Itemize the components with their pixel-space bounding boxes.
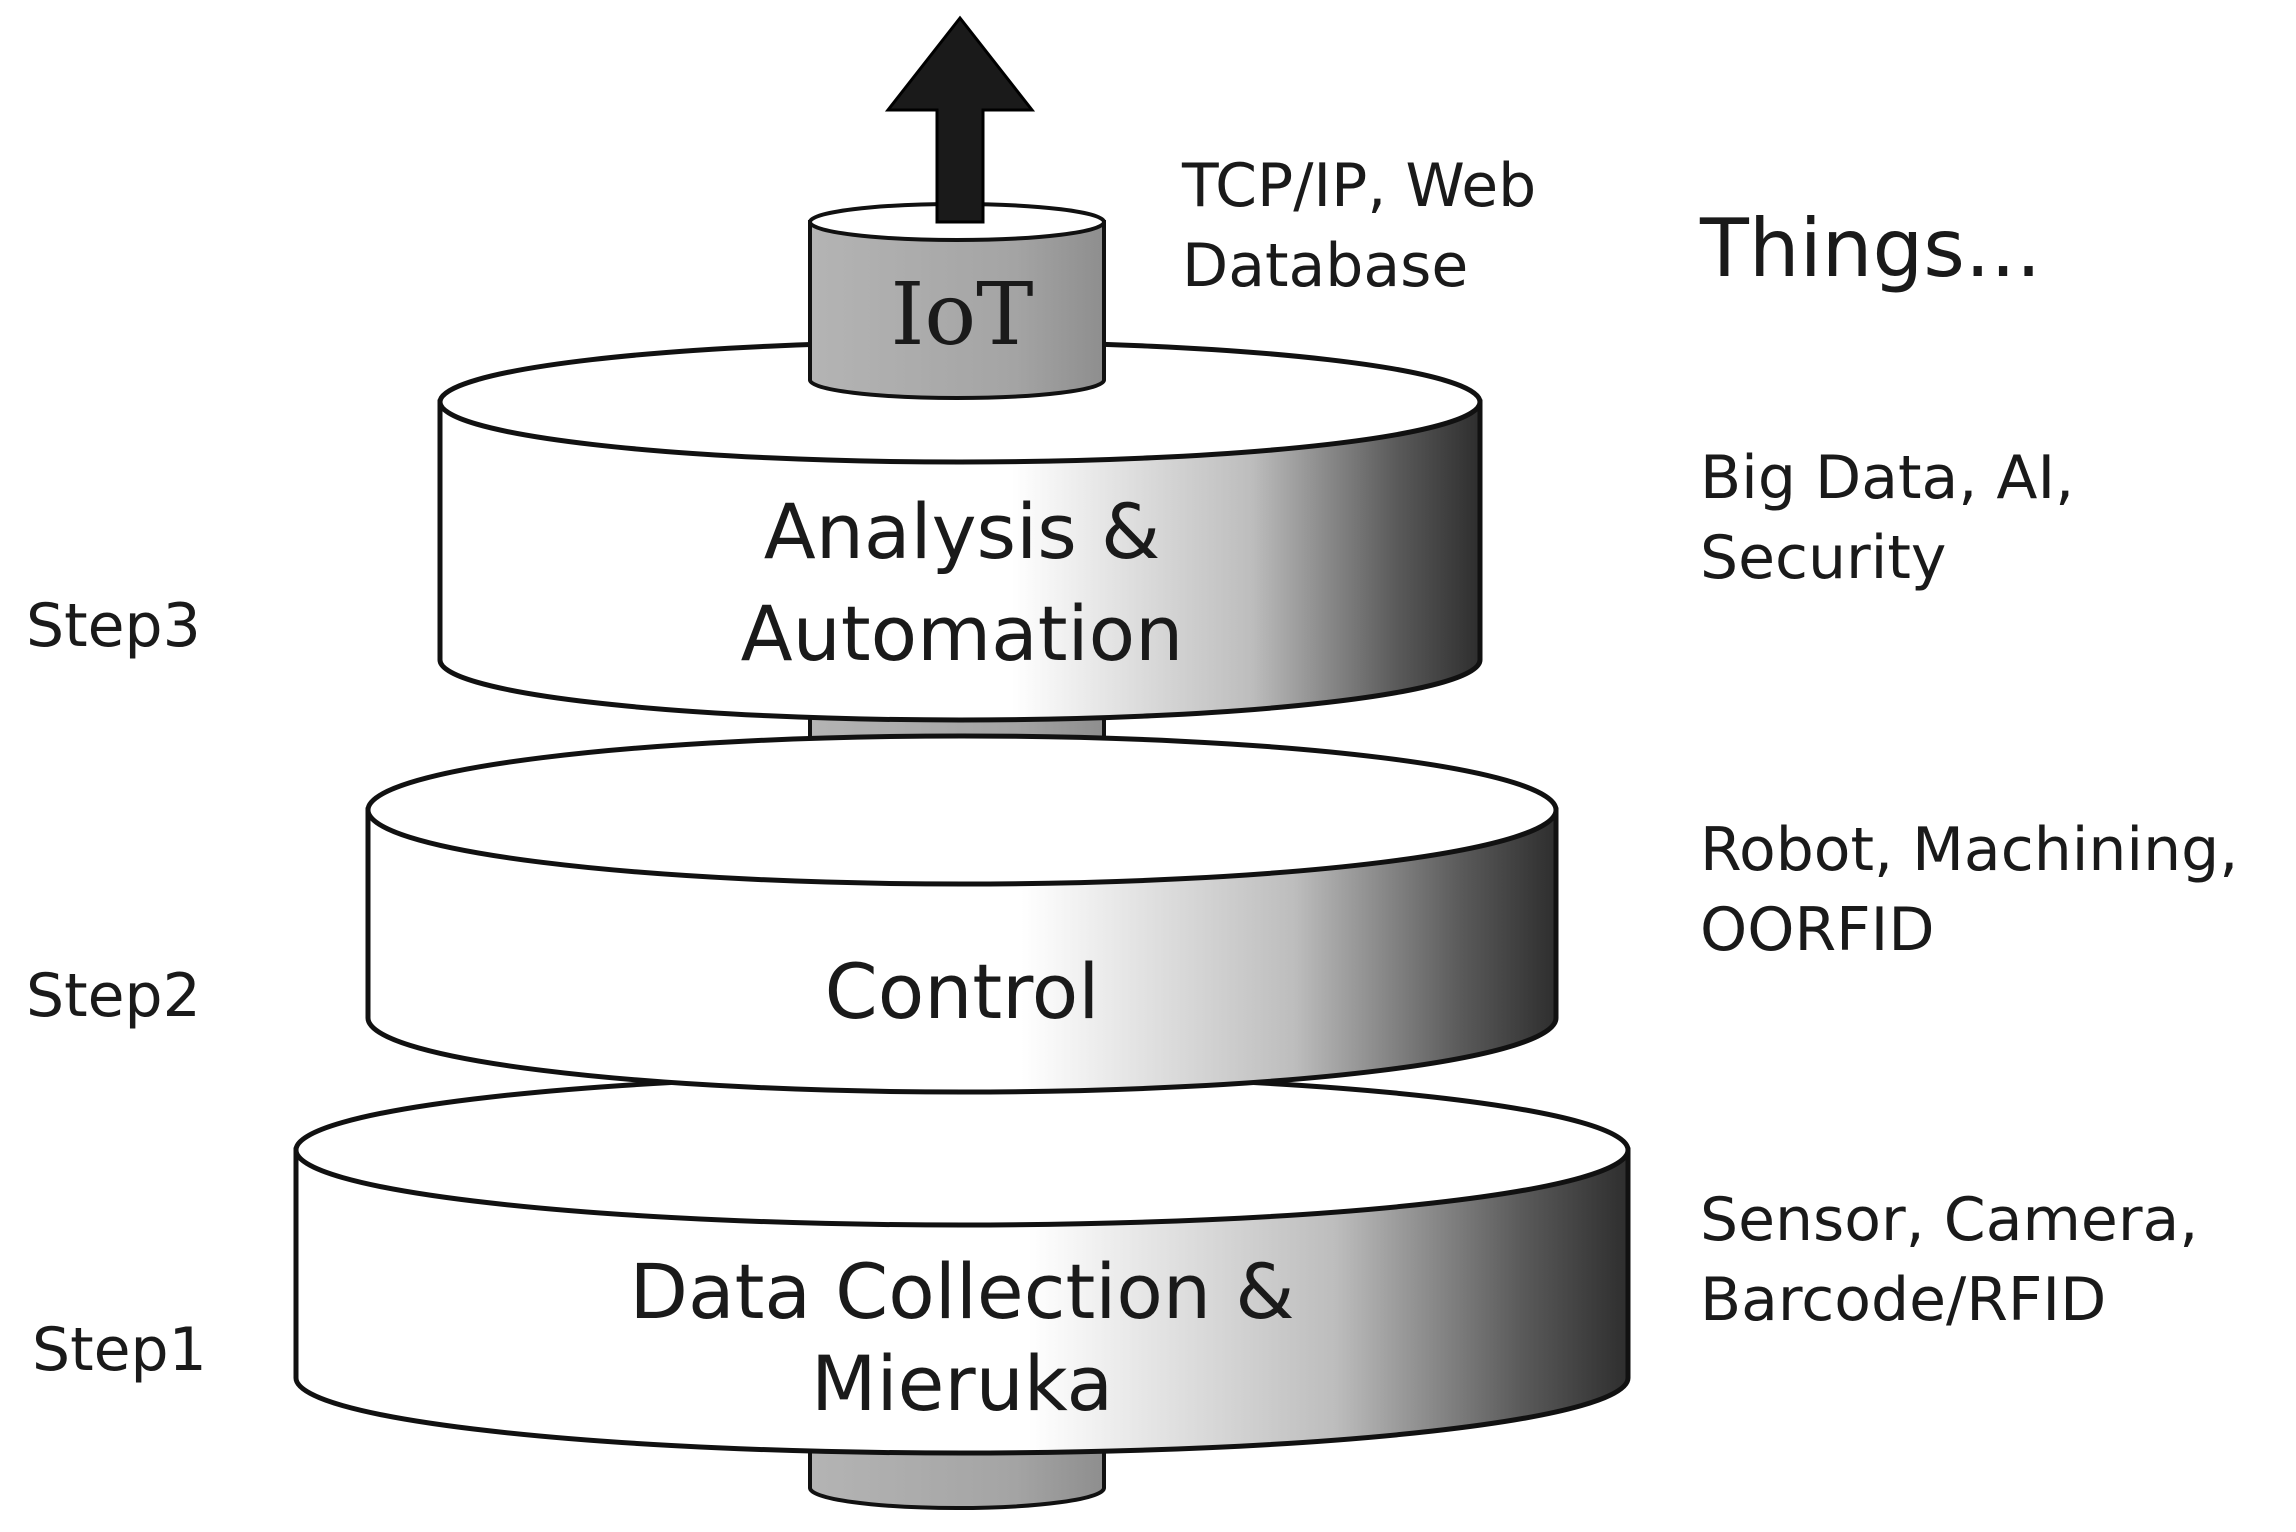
step1-label: Step1 xyxy=(32,1315,207,1385)
step1-title-line2: Mieruka xyxy=(811,1339,1113,1428)
layer-disc-step2 xyxy=(365,733,1559,1095)
step3-label: Step3 xyxy=(26,591,201,661)
step1-tech-line2: Barcode/RFID xyxy=(1700,1265,2106,1335)
layer-disc-step3 xyxy=(437,339,1483,723)
step2-title: Control xyxy=(825,947,1100,1036)
step1-title-line1: Data Collection & xyxy=(630,1247,1295,1336)
iot-tech-line2: Database xyxy=(1182,231,1468,301)
iot-tech-line1: TCP/IP, Web xyxy=(1181,151,1536,221)
step3-tech-line1: Big Data, AI, xyxy=(1700,443,2074,513)
step2-label: Step2 xyxy=(26,961,201,1031)
things-heading: Things... xyxy=(1699,202,2041,295)
step3-title-line1: Analysis & xyxy=(764,487,1161,576)
iot-label: IoT xyxy=(890,265,1033,365)
step3-tech-line2: Security xyxy=(1700,523,1946,593)
up-arrow-icon xyxy=(884,15,1036,224)
step2-tech-line1: Robot, Machining, xyxy=(1700,815,2238,885)
step1-tech-line1: Sensor, Camera, xyxy=(1700,1185,2198,1255)
layer-disc-step1 xyxy=(293,1072,1631,1456)
step2-tech-line2: OORFID xyxy=(1700,895,1935,965)
step3-title-line2: Automation xyxy=(741,589,1184,678)
